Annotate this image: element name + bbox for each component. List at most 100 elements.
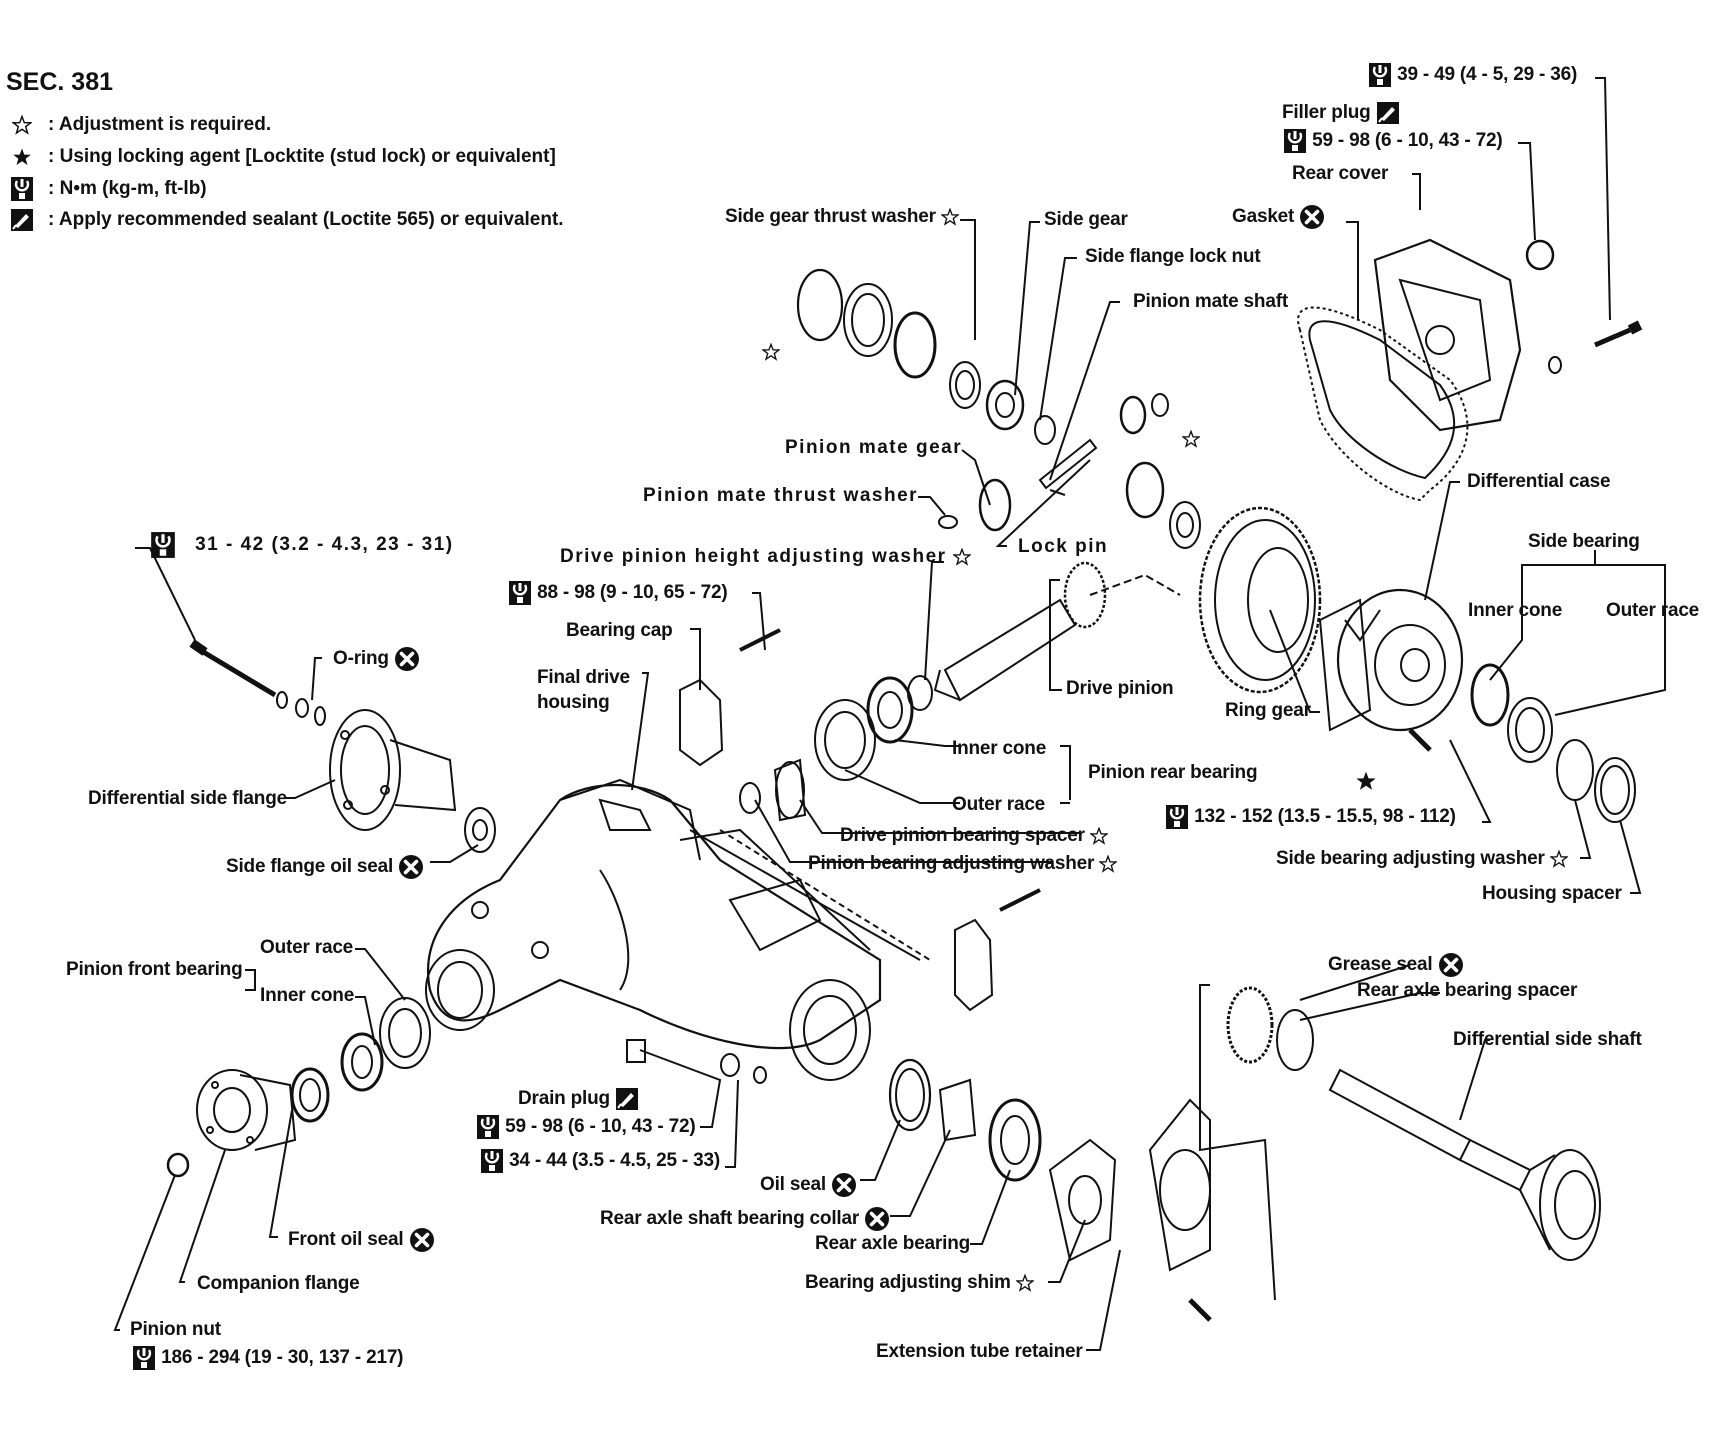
ring-gear-label: Ring gear [1225, 700, 1311, 721]
pinion-rear-bearing-label: Pinion rear bearing [1088, 762, 1258, 783]
side-gear-thrust-washer-label: Side gear thrust washer [725, 207, 959, 226]
legend-torque-text: : N•m (kg-m, ft-lb) [48, 178, 207, 199]
pinion-front-inner-cone-label: Inner cone [260, 985, 355, 1006]
torque-spec-bearing-cap-text: 88 - 98 (9 - 10, 65 - 72) [537, 582, 728, 604]
rear-axle-shaft-bearing-collar-text: Rear axle shaft bearing collar [600, 1208, 860, 1230]
torque-spec-top-text: 39 - 49 (4 - 5, 29 - 36) [1397, 64, 1578, 86]
torque-wrench-icon [508, 580, 532, 606]
side-bearing-adjusting-washer-text: Side bearing adjusting washer [1276, 848, 1545, 869]
differential-side-shaft [1328, 1068, 1601, 1261]
extension-tube-retainer-label: Extension tube retainer [876, 1341, 1083, 1362]
replace-x-icon [831, 1172, 857, 1198]
drive-pinion-height-washer-label: Drive pinion height adjusting washer [560, 547, 971, 566]
torque-spec-34: 34 - 44 (3.5 - 4.5, 25 - 33) [480, 1148, 720, 1174]
torque-spec-pinion-nut: 186 - 294 (19 - 30, 137 - 217) [132, 1345, 404, 1371]
oil-seal-text: Oil seal [760, 1174, 826, 1196]
pinion-mate-thrust-washer-label: Pinion mate thrust washer [643, 485, 919, 506]
bearing-adjusting-shim-label: Bearing adjusting shim [805, 1273, 1034, 1292]
o-ring-text: O-ring [333, 648, 389, 670]
torque-spec-filler-text: 59 - 98 (6 - 10, 43 - 72) [1312, 130, 1503, 152]
open-star-icon [1182, 430, 1200, 448]
torque-wrench-icon [132, 1345, 156, 1371]
rear-axle-bearing-label: Rear axle bearing [815, 1233, 971, 1254]
drain-plug-label: Drain plug [518, 1087, 639, 1111]
side-gear [985, 379, 1025, 431]
filler-plug-text: Filler plug [1282, 102, 1371, 124]
torque-spec-34-text: 34 - 44 (3.5 - 4.5, 25 - 33) [509, 1150, 720, 1172]
lock-pin-label: Lock pin [1018, 536, 1109, 557]
side-flange-lock-nut-label: Side flange lock nut [1085, 246, 1261, 267]
ring-gear [1198, 506, 1322, 694]
side-flange-oil-seal-label: Side flange oil seal [226, 854, 424, 880]
open-star-icon [941, 208, 959, 226]
filled-star-icon [1355, 770, 1377, 792]
pinion-rear-outer-race-label: Outer race [952, 794, 1046, 815]
torque-spec-drain: 59 - 98 (6 - 10, 43 - 72) [476, 1114, 696, 1140]
pinion-mate-shaft-label: Pinion mate shaft [1133, 291, 1288, 312]
side-gear-label: Side gear [1044, 209, 1128, 230]
sealant-tube-icon [615, 1087, 639, 1111]
gasket [1297, 306, 1469, 502]
final-drive-housing-label-2: housing [537, 692, 610, 713]
final-drive-housing-label-1: Final drive [537, 667, 630, 688]
legend-adjust: : Adjustment is required. [8, 114, 271, 136]
open-star-icon [1099, 855, 1117, 873]
side-gear-thrust-washer-text: Side gear thrust washer [725, 206, 936, 227]
section-title: SEC. 381 [6, 68, 114, 96]
replace-x-icon [864, 1206, 890, 1232]
pinion-bearing-adjusting-washer-label: Pinion bearing adjusting washer [808, 854, 1117, 873]
torque-spec-bearing-cap: 88 - 98 (9 - 10, 65 - 72) [508, 580, 728, 606]
torque-spec-drain-text: 59 - 98 (6 - 10, 43 - 72) [505, 1116, 696, 1138]
legend-sealant: : Apply recommended sealant (Loctite 565… [8, 208, 564, 232]
bearing-adjusting-shim-text: Bearing adjusting shim [805, 1272, 1011, 1293]
sealant-tube-icon [1376, 101, 1400, 125]
rear-cover-label: Rear cover [1292, 163, 1389, 184]
legend-torque: : N•m (kg-m, ft-lb) [8, 176, 207, 202]
pinion-front-bearing-label: Pinion front bearing [66, 959, 243, 980]
replace-x-icon [1299, 204, 1325, 230]
gasket-text: Gasket [1232, 206, 1295, 228]
torque-wrench-icon [1368, 62, 1392, 88]
pinion-front-outer-race-label: Outer race [260, 937, 354, 958]
replace-x-icon [398, 854, 424, 880]
open-star-icon [762, 343, 780, 361]
open-star-icon [1550, 850, 1568, 868]
differential-side-shaft-label: Differential side shaft [1453, 1029, 1642, 1050]
torque-wrench-icon [1283, 128, 1307, 154]
drive-pinion-bearing-spacer-label: Drive pinion bearing spacer [840, 826, 1108, 845]
legend-adjust-text: : Adjustment is required. [48, 114, 272, 135]
differential-side-flange [329, 709, 496, 853]
torque-wrench-icon [480, 1148, 504, 1174]
pinion-rear-inner-cone-label: Inner cone [952, 738, 1047, 759]
rear-axle-bearing-spacer-label: Rear axle bearing spacer [1357, 980, 1578, 1001]
front-oil-seal-text: Front oil seal [288, 1229, 404, 1251]
differential-case-label: Differential case [1467, 471, 1611, 492]
torque-spec-top: 39 - 49 (4 - 5, 29 - 36) [1368, 62, 1577, 88]
replace-x-icon [394, 646, 420, 672]
grease-seal-label: Grease seal [1328, 952, 1464, 978]
side-bearing-label: Side bearing [1528, 531, 1640, 552]
side-bearing-adjusting-washer-label: Side bearing adjusting washer [1276, 849, 1568, 868]
torque-wrench-icon [476, 1114, 500, 1140]
gasket-label: Gasket [1232, 204, 1325, 230]
housing-spacer-label: Housing spacer [1482, 883, 1622, 904]
drive-pinion [933, 561, 1107, 702]
torque-wrench-icon [1165, 804, 1189, 830]
torque-spec-ring-gear-text: 132 - 152 (13.5 - 15.5, 98 - 112) [1194, 806, 1456, 828]
differential-side-flange-label: Differential side flange [88, 788, 287, 809]
grease-seal-text: Grease seal [1328, 954, 1433, 976]
rear-axle-shaft-bearing-collar-label: Rear axle shaft bearing collar [600, 1206, 890, 1232]
open-star-icon [1090, 827, 1108, 845]
legend-locking: : Using locking agent [Locktite (stud lo… [8, 146, 556, 168]
drive-pinion-label: Drive pinion [1066, 678, 1174, 699]
side-bearing-inner-cone-label: Inner cone [1468, 600, 1563, 621]
o-ring-label: O-ring [333, 646, 420, 672]
torque-spec-filler: 59 - 98 (6 - 10, 43 - 72) [1283, 128, 1503, 154]
pinion-nut-label: Pinion nut [130, 1319, 221, 1340]
torque-spec-pinion-nut-text: 186 - 294 (19 - 30, 137 - 217) [161, 1347, 404, 1369]
torque-spec-ring-gear: 132 - 152 (13.5 - 15.5, 98 - 112) [1165, 804, 1456, 830]
open-star-icon [953, 548, 971, 566]
torque-spec-flange-bolt: 31 - 42 (3.2 - 4.3, 23 - 31) [150, 531, 454, 559]
replace-x-icon [409, 1227, 435, 1253]
